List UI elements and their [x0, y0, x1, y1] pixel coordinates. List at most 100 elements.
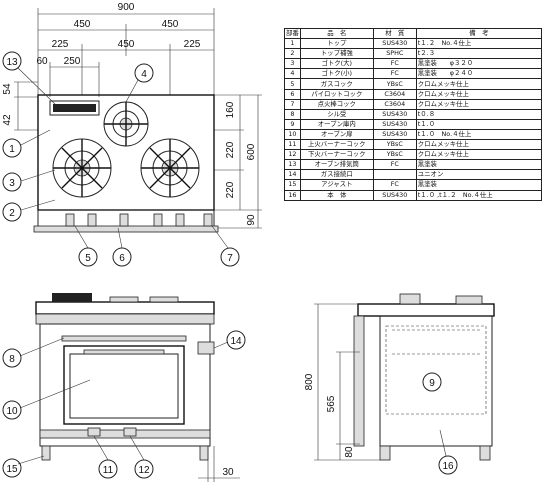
gas-manifold-pipe	[33, 225, 219, 233]
material-cell: YBsC	[372, 149, 417, 161]
svg-text:4: 4	[141, 69, 147, 80]
svg-text:13: 13	[6, 57, 18, 68]
header-part-name: 品 名	[299, 27, 374, 40]
part-no-cell: 12	[284, 149, 301, 161]
remark-cell: t１.０ ,t１.２ No.４仕上	[415, 189, 543, 201]
front-knob-rail	[35, 313, 215, 325]
material-cell: SPHC	[372, 48, 417, 60]
balloon-7: 7	[211, 225, 240, 267]
header-material: 材 質	[372, 27, 417, 40]
svg-text:16: 16	[442, 461, 454, 472]
balloon-11: 11	[93, 435, 118, 479]
dim-side-80: 80	[344, 446, 355, 458]
svg-text:15: 15	[6, 464, 18, 475]
dim-right-90: 90	[246, 214, 257, 226]
part-no-cell: 8	[284, 108, 301, 120]
dim-right-600: 600	[246, 143, 257, 160]
front-legs	[41, 445, 209, 461]
material-cell: C3604	[372, 88, 417, 100]
svg-text:14: 14	[230, 336, 242, 347]
material-cell: SUS430	[372, 118, 417, 130]
remark-cell: t２.３	[415, 48, 543, 60]
material-cell: FC	[372, 179, 417, 191]
drip-tray	[61, 335, 187, 342]
large-trivet-right	[140, 138, 200, 198]
part-name-cell: 下火バーナーコック	[299, 149, 374, 161]
part-no-cell: 11	[284, 139, 301, 151]
balloon-15: 15	[2, 455, 45, 478]
side-trivet-silhouette	[399, 293, 483, 305]
front-trivet-silhouette	[52, 293, 179, 303]
remark-cell: クロムメッキ仕上	[415, 88, 543, 100]
part-no-cell: 14	[284, 169, 301, 181]
side-view: 800 565 80	[304, 293, 495, 461]
front-top-edge	[35, 301, 215, 315]
remark-cell: 黒塗装	[415, 159, 543, 171]
dim-half-right: 450	[162, 19, 179, 30]
small-trivet	[103, 101, 149, 147]
part-no-cell: 16	[284, 189, 301, 201]
remark-cell: クロムメッキ仕上	[415, 98, 543, 110]
dim-burner-offset-left: 225	[52, 39, 69, 50]
side-front-rail	[353, 315, 365, 447]
part-name-cell: 本 体	[299, 189, 374, 201]
part-name-cell: 点火棒コック	[299, 98, 374, 110]
part-name-cell: ガスコック	[299, 78, 374, 90]
balloon-1: 1	[2, 129, 51, 158]
remark-cell: t０.８	[415, 108, 543, 120]
balloon-2: 2	[2, 199, 56, 222]
material-cell: SUS430	[372, 128, 417, 141]
material-cell: SUS430	[372, 38, 417, 50]
top-view: 900 450 450 225 450 225 60 250 54 42 160…	[2, 2, 262, 233]
balloon-8: 8	[2, 337, 65, 368]
part-no-cell: 15	[284, 179, 301, 191]
remark-cell: 黒塗装 φ２４０	[415, 68, 543, 80]
dim-right-220a: 220	[225, 141, 236, 158]
dim-right-160: 160	[225, 101, 236, 118]
header-remarks: 備 考	[415, 27, 543, 40]
oven-flue-slot	[53, 104, 96, 112]
oven-door	[63, 345, 185, 425]
dim-side-565: 565	[326, 395, 337, 412]
part-name-cell: パイロットコック	[299, 88, 374, 100]
balloon-13: 13	[2, 51, 56, 105]
dim-flue-offset: 60	[36, 56, 48, 67]
part-no-cell: 7	[284, 98, 301, 110]
svg-text:12: 12	[138, 465, 150, 476]
dim-half-left: 450	[74, 19, 91, 30]
dim-left-42: 42	[2, 114, 13, 126]
part-no-cell: 4	[284, 68, 301, 80]
dim-burner-offset-right: 225	[184, 39, 201, 50]
remark-cell: t１.０	[415, 118, 543, 130]
svg-text:6: 6	[119, 253, 125, 264]
remark-cell: クロムメッキ仕上	[415, 139, 543, 151]
part-name-cell: ゴトク(大)	[299, 58, 374, 70]
balloon-6: 6	[112, 227, 132, 267]
material-cell: FC	[372, 58, 417, 70]
part-no-cell: 9	[284, 118, 301, 130]
balloon-10: 10	[2, 379, 91, 420]
remark-cell: 黒塗装	[415, 179, 543, 191]
svg-text:9: 9	[429, 378, 435, 389]
material-cell: FC	[372, 159, 417, 171]
balloon-4: 4	[125, 63, 154, 103]
balloon-14: 14	[213, 330, 246, 350]
oven-door-window	[69, 353, 179, 419]
part-name-cell: ゴトク(小)	[299, 68, 374, 80]
part-name-cell: アジャスト	[299, 179, 374, 191]
material-cell: SUS430	[372, 189, 417, 201]
side-top-edge	[357, 303, 495, 317]
material-cell: YBsC	[372, 139, 417, 151]
